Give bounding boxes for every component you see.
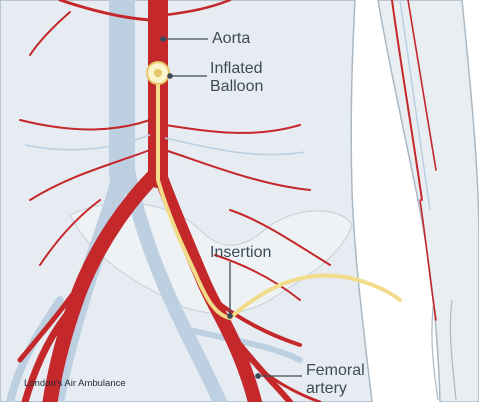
femoral-artery-label: Femoral artery (306, 362, 365, 398)
femoral-label-line2: artery (306, 380, 365, 398)
inflated-balloon-label: Inflated Balloon (210, 60, 263, 96)
aorta-label: Aorta (212, 30, 250, 48)
insertion-label: Insertion (210, 244, 271, 262)
balloon-label-line2: Balloon (210, 78, 263, 96)
balloon-label-line1: Inflated (210, 60, 263, 78)
femoral-label-line1: Femoral (306, 362, 365, 380)
credit-caption: London's Air Ambulance (24, 378, 126, 389)
